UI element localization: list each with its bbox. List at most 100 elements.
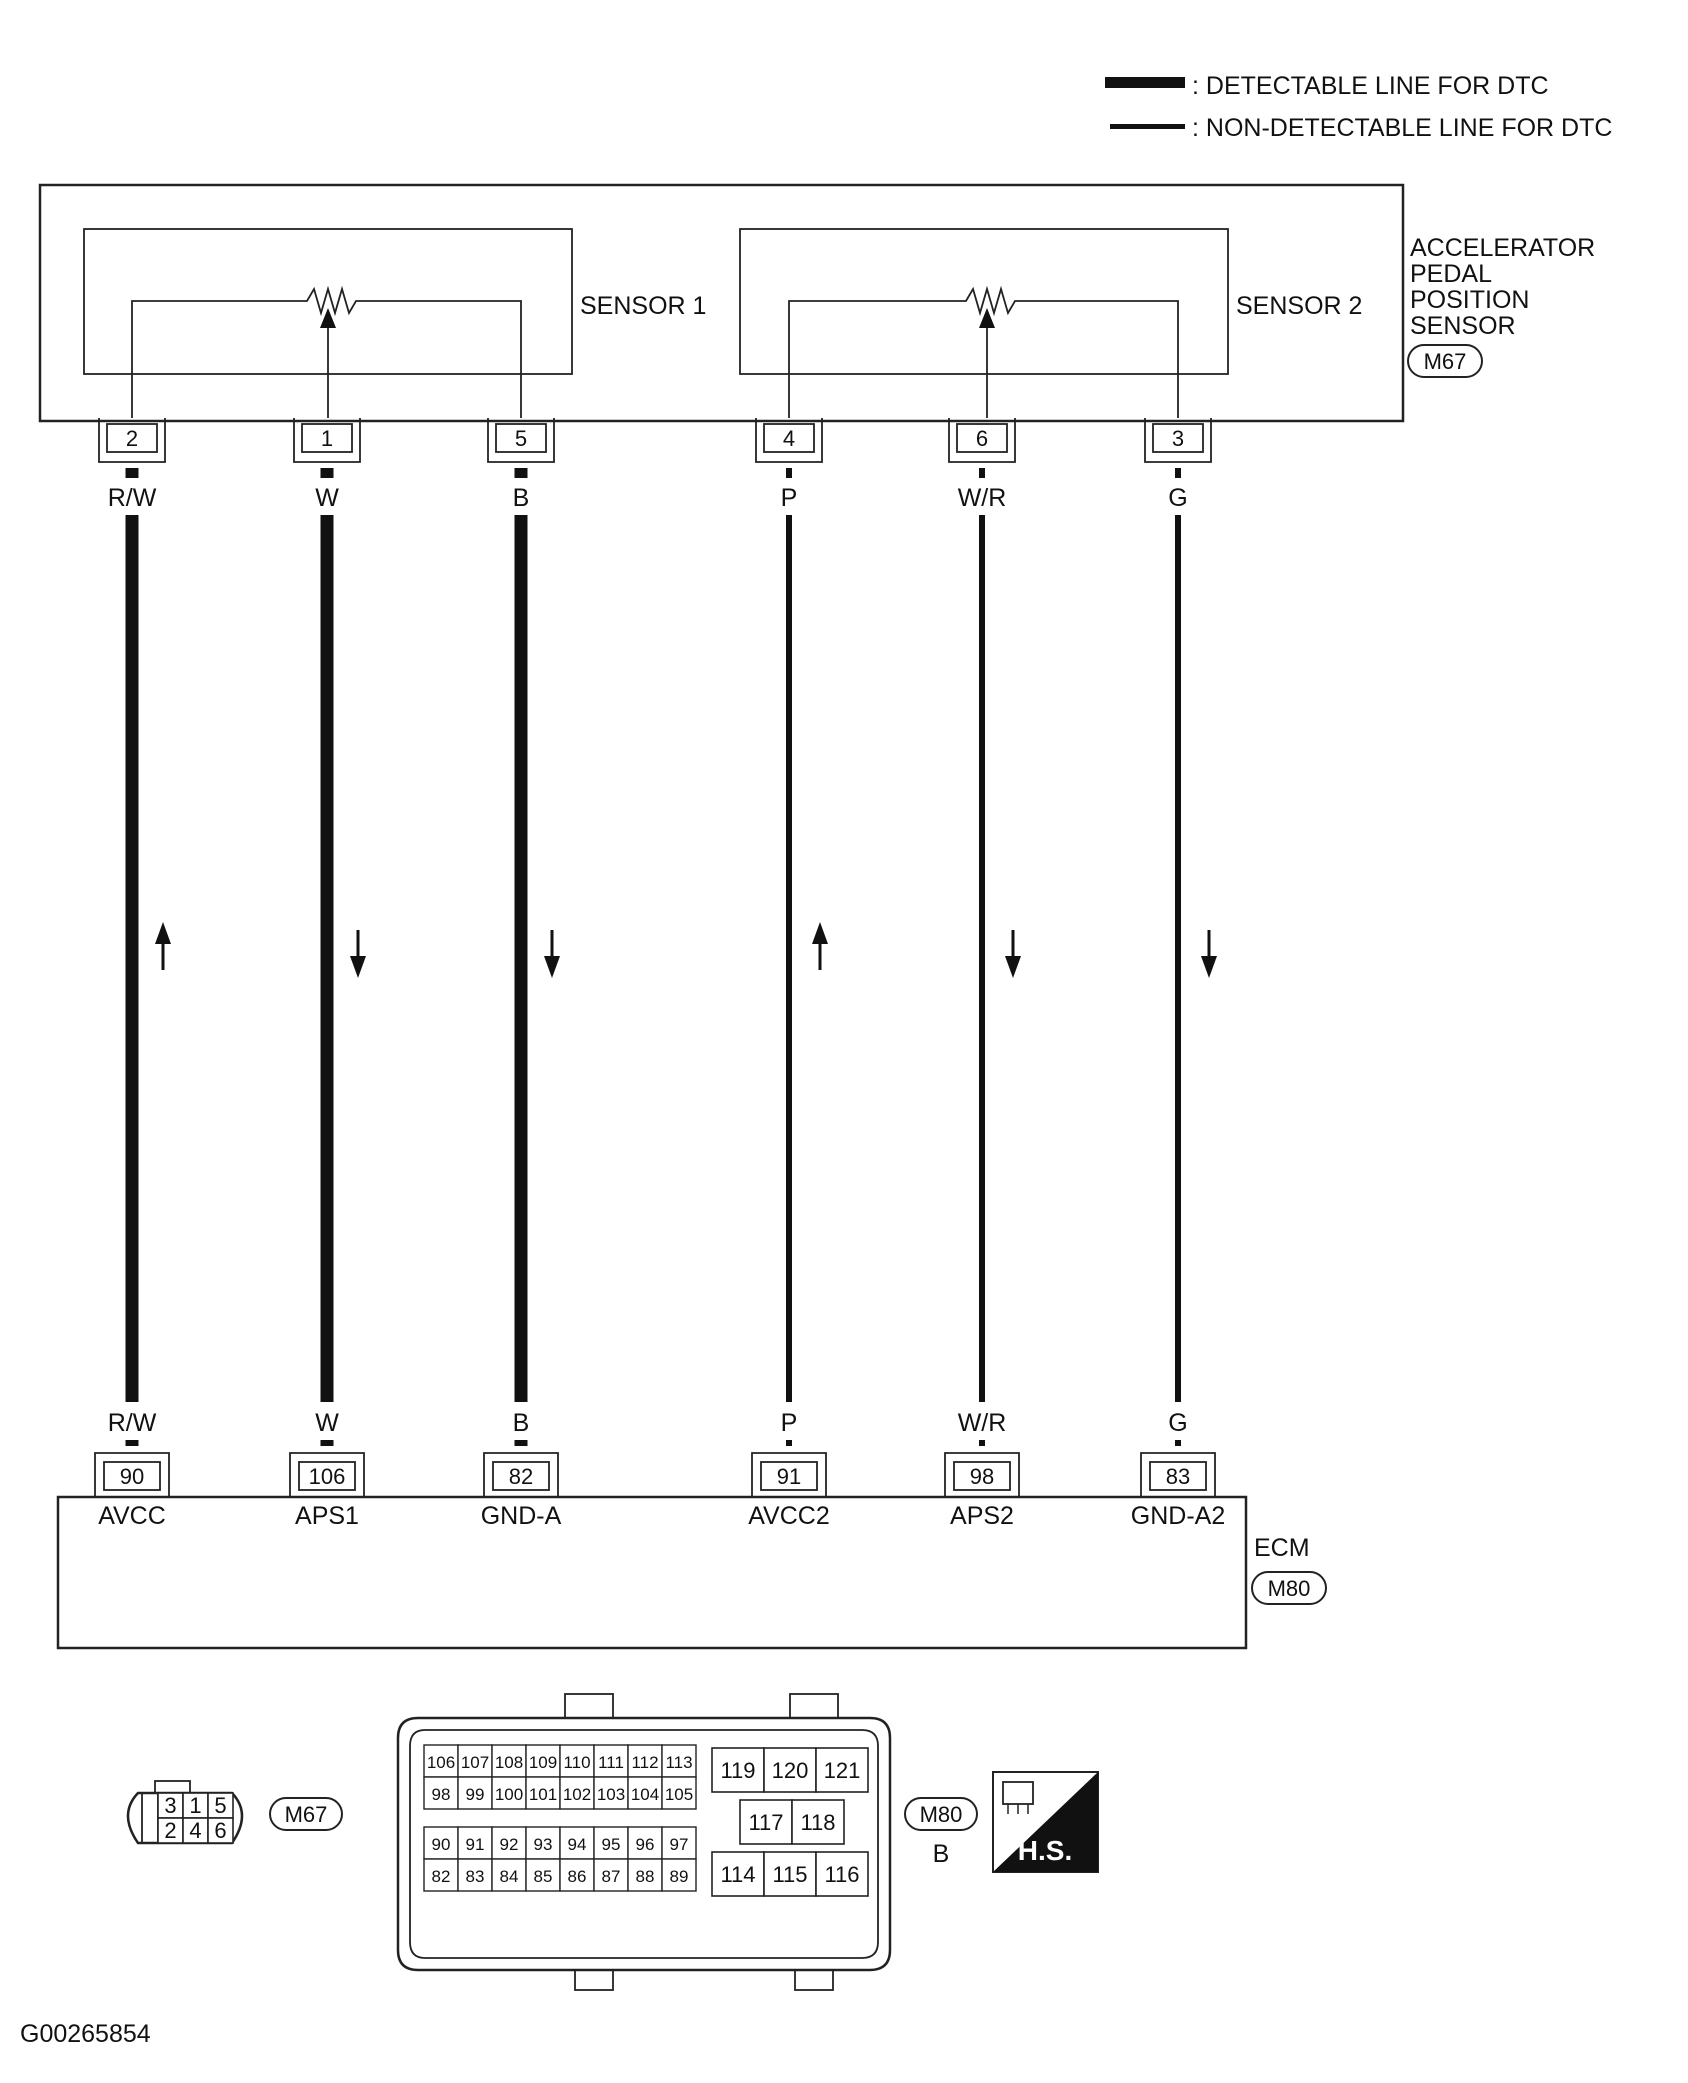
wire-0-ecm-pin-housing <box>94 1452 170 1497</box>
m80-cavity-label: 113 <box>665 1753 692 1772</box>
ecm-connector-id-badge <box>1251 1571 1327 1605</box>
sensor-1-label: SENSOR 1 <box>580 292 706 320</box>
m80-cavity-label: 104 <box>631 1785 659 1804</box>
m80-cavity <box>491 1744 527 1778</box>
hs-badge: H.S. <box>992 1771 1099 1873</box>
wire-4-arrow-down-icon <box>1005 956 1021 978</box>
wire-3-arrow-up-icon <box>812 922 828 944</box>
m80-cavity-label: 121 <box>824 1758 861 1783</box>
legend-non-detectable-swatch <box>1110 124 1185 129</box>
wire-5-sensor-pin-box <box>1152 423 1204 453</box>
sensor-2-potentiometer <box>788 285 1179 418</box>
wire-3-ecm-pin-box <box>760 1461 818 1491</box>
wire-5-ecm-pin-housing <box>1140 1452 1216 1497</box>
sensor-1-potentiometer <box>131 285 522 418</box>
m80-cavity-label: 85 <box>534 1867 553 1886</box>
ecm-housing <box>56 1495 1248 1650</box>
figure-code: G00265854 <box>20 2020 151 2048</box>
wire-1-ecm-pin-housing <box>289 1452 365 1497</box>
m80-cavity-label: 114 <box>720 1862 755 1887</box>
wire-4-sensor-pin: 6 <box>976 426 988 451</box>
m67-cavity-label: 3 <box>164 1793 176 1818</box>
m80-cavity-label: 84 <box>500 1867 519 1886</box>
m80-cavity <box>627 1826 663 1860</box>
wire-3-ecm-terminal: AVCC2 <box>748 1502 830 1530</box>
m67-cavity <box>207 1792 234 1819</box>
wire-5-color-top: G <box>1168 484 1187 512</box>
m80-cavity-label: 105 <box>665 1785 693 1804</box>
wire-5-sensor-pin-housing <box>1144 418 1212 463</box>
wire-3-color-bottom: P <box>781 1409 798 1437</box>
m80-cavity <box>661 1744 697 1778</box>
wire-5-ecm-pin-box <box>1149 1461 1207 1491</box>
wire-0-sensor-pin: 2 <box>126 426 138 451</box>
m80-cavity-label: 82 <box>432 1867 451 1886</box>
wire-0-sensor-pin-box <box>106 423 158 453</box>
wire-1-sensor-pin-box <box>301 423 353 453</box>
m80-cavity <box>593 1776 629 1810</box>
m80-cavity-label: 102 <box>563 1785 591 1804</box>
wire-1-sensor-pin: 1 <box>321 426 333 451</box>
wire-5-arrow-down-icon <box>1201 956 1217 978</box>
m80-cavity <box>559 1858 595 1892</box>
m80-cavity-label: 116 <box>824 1862 859 1887</box>
sensor-housing <box>38 183 1405 423</box>
hs-badge-text: H.S. <box>1018 1835 1072 1866</box>
wire-4-sensor-pin-box <box>956 423 1008 453</box>
wire-5-color-bottom: G <box>1168 1409 1187 1437</box>
wire-0-color-bottom: R/W <box>108 1409 157 1437</box>
m80-cavity-label: 101 <box>529 1785 557 1804</box>
wire-2-arrow-down-icon <box>544 956 560 978</box>
wire-4-ecm-pin: 98 <box>970 1464 994 1489</box>
m80-cavity-label: 83 <box>466 1867 485 1886</box>
m67-cavity-label: 2 <box>164 1818 176 1843</box>
m80-cavity-label: 103 <box>597 1785 625 1804</box>
wire-3-sensor-pin: 4 <box>783 426 795 451</box>
m80-cavity <box>815 1747 869 1793</box>
wire-2-color-bottom: B <box>513 1409 530 1437</box>
wire-4-color-top: W/R <box>958 484 1007 512</box>
legend-detectable-swatch <box>1105 77 1185 88</box>
m80-cavity <box>763 1851 817 1897</box>
sensor-name-line-3: POSITION <box>1410 286 1529 314</box>
wire-2-sensor-pin-housing <box>487 418 555 463</box>
wire-3-color-top: P <box>781 484 798 512</box>
wire-5-ecm-terminal: GND-A2 <box>1131 1502 1225 1530</box>
m67-face-label: M67 <box>285 1802 328 1827</box>
wire-5-sensor-pin: 3 <box>1172 426 1184 451</box>
m80-cavity <box>525 1858 561 1892</box>
m80-cavity <box>457 1858 493 1892</box>
ecm-label: ECM <box>1254 1534 1310 1562</box>
m67-cavity-label: 1 <box>189 1793 201 1818</box>
wire-1-ecm-terminal: APS1 <box>295 1502 359 1530</box>
sensor-connector-id: M67 <box>1424 349 1467 374</box>
m80-cavity <box>491 1776 527 1810</box>
m80-cavity <box>593 1858 629 1892</box>
m80-cavity-label: 115 <box>772 1862 807 1887</box>
m80-cavity <box>559 1744 595 1778</box>
wire-0-color-top: R/W <box>108 484 157 512</box>
sensor-name-line-4: SENSOR <box>1410 312 1516 340</box>
wire-0-arrow-up-icon <box>155 922 171 944</box>
m80-face-sublabel: B <box>933 1840 950 1868</box>
wire-4-ecm-terminal: APS2 <box>950 1502 1014 1530</box>
wire-3-ecm-pin: 91 <box>777 1464 801 1489</box>
wire-5-ecm-pin: 83 <box>1166 1464 1190 1489</box>
wire-0-ecm-terminal: AVCC <box>98 1502 166 1530</box>
m80-cavity <box>815 1851 869 1897</box>
wire-0-sensor-pin-housing <box>98 418 166 463</box>
m80-cavity-label: 92 <box>500 1835 519 1854</box>
wire-3-sensor-pin-box <box>763 423 815 453</box>
m80-cavity-label: 118 <box>800 1810 835 1835</box>
sensor-2-label: SENSOR 2 <box>1236 292 1362 320</box>
m80-cavity-label: 97 <box>670 1835 689 1854</box>
m67-face-badge <box>269 1797 343 1831</box>
sensor-2-box <box>739 228 1229 375</box>
